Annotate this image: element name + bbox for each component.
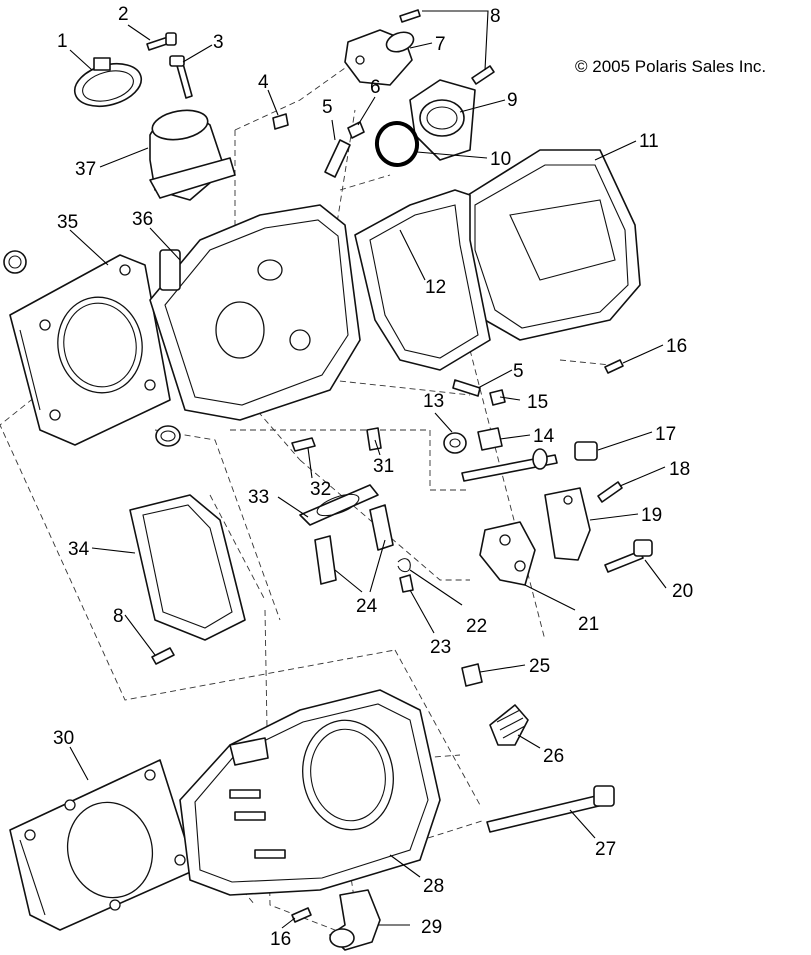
pin-5-upper [324, 139, 351, 178]
callout-16-lower: 16 [270, 929, 291, 950]
callout-20: 20 [672, 581, 693, 602]
callout-5-lower: 5 [513, 361, 524, 382]
copyright-notice: © 2005 Polaris Sales Inc. [575, 57, 766, 76]
fitting-26 [489, 704, 529, 746]
callout-22: 22 [466, 616, 487, 637]
callout-19: 19 [641, 505, 662, 526]
callout-36: 36 [132, 209, 153, 230]
callout-33: 33 [248, 487, 269, 508]
callout-3: 3 [213, 32, 224, 53]
callout-1: 1 [57, 31, 68, 52]
callout-17: 17 [655, 424, 676, 445]
base-gasket [9, 759, 196, 931]
side-cover [129, 494, 246, 641]
bolt-8-upper-a [399, 9, 421, 23]
callout-8-upper: 8 [490, 6, 501, 27]
callout-34: 34 [68, 539, 90, 560]
long-bolt-17 [461, 441, 598, 482]
callout-18: 18 [669, 459, 690, 480]
stud-32 [291, 437, 316, 452]
cylinder [179, 689, 441, 896]
callout-12: 12 [425, 277, 446, 298]
valve-cover [459, 149, 641, 341]
callout-26: 26 [543, 746, 564, 767]
thermostat-housing [344, 29, 415, 86]
callout-31: 31 [373, 456, 394, 477]
callout-9: 9 [507, 90, 518, 111]
callout-4: 4 [258, 72, 269, 93]
bolt-8-upper-b [471, 65, 495, 85]
callout-13: 13 [423, 391, 444, 412]
callout-8-lower: 8 [113, 606, 124, 627]
callout-25: 25 [529, 656, 550, 677]
tensioner-21 [479, 521, 536, 586]
elbow-29 [329, 889, 381, 951]
callout-15: 15 [527, 392, 548, 413]
stud-24-a [314, 535, 337, 585]
pin-5-lower [452, 379, 481, 397]
callout-2: 2 [118, 4, 129, 25]
intake-boot [149, 109, 236, 201]
outlet-housing [409, 79, 476, 161]
callout-7: 7 [435, 34, 446, 55]
bolt-3 [169, 55, 193, 99]
callout-27: 27 [595, 839, 616, 860]
callout-37: 37 [75, 159, 96, 180]
callout-24: 24 [356, 596, 378, 617]
leader-lines [69, 10, 667, 929]
bolt-8-lower [151, 647, 175, 665]
callout-10: 10 [490, 149, 511, 170]
seal-left [3, 250, 27, 274]
nut-6 [347, 121, 365, 139]
callout-30: 30 [53, 728, 74, 749]
clip-22 [397, 558, 411, 573]
gasket-33 [299, 484, 379, 526]
valve-cover-gasket [354, 189, 491, 371]
plug-14 [477, 427, 503, 451]
o-ring [374, 121, 420, 167]
clamp-screw [146, 32, 177, 51]
bolt-16-lower [291, 907, 312, 923]
seal-lower [155, 425, 181, 447]
callout-6: 6 [370, 77, 381, 98]
cylinder-head [149, 204, 361, 421]
dowel-25 [461, 663, 483, 687]
bolt-16-upper [604, 359, 624, 374]
bolt-18 [597, 481, 623, 503]
washer-13 [443, 432, 467, 454]
pin-23 [399, 574, 414, 593]
callout-14: 14 [533, 426, 555, 447]
callout-16-upper: 16 [666, 336, 687, 357]
callout-32: 32 [310, 479, 331, 500]
long-bolt-27 [486, 785, 615, 833]
callout-21: 21 [578, 614, 599, 635]
nut-15 [489, 389, 506, 406]
pin-31 [366, 427, 382, 451]
callout-23: 23 [430, 637, 451, 658]
callout-28: 28 [423, 876, 444, 897]
callout-35: 35 [57, 212, 78, 233]
callout-5-upper: 5 [322, 97, 333, 118]
callout-29: 29 [421, 917, 442, 938]
bracket-19 [544, 487, 591, 561]
callout-labels: 1 2 3 37 4 5 6 7 8 9 10 11 35 36 12 16 5… [53, 4, 693, 950]
bolt-20 [604, 539, 653, 573]
stud-24-b [369, 504, 394, 551]
callout-11: 11 [639, 131, 659, 152]
hose-clamp [73, 57, 143, 108]
head-gasket [9, 254, 171, 446]
dowel-pin-4 [272, 113, 289, 130]
